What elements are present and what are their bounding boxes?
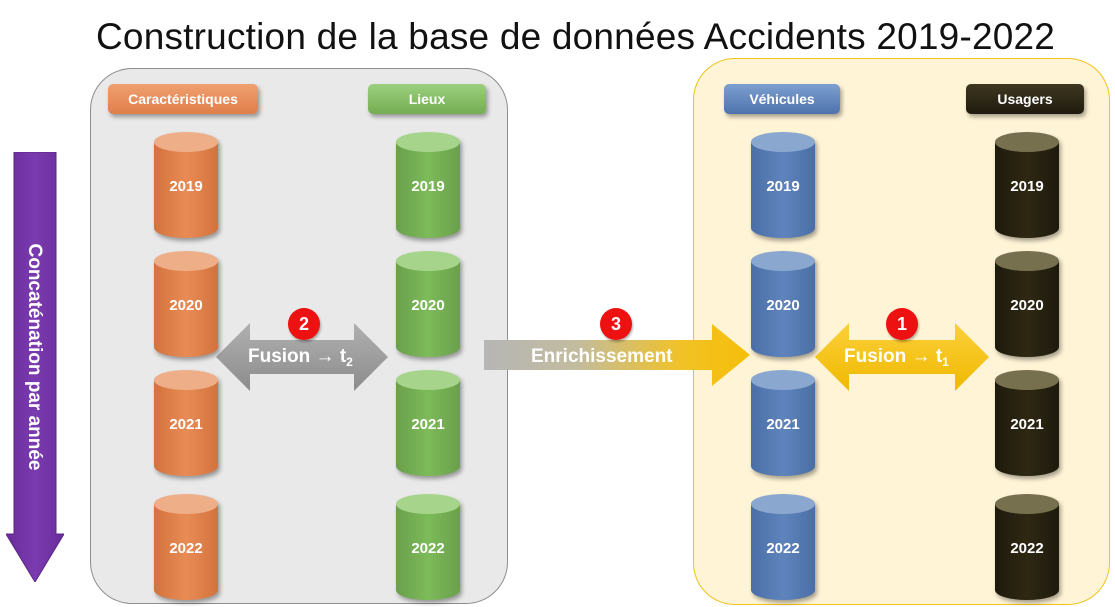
db-usagers-2020: 2020 (995, 251, 1059, 357)
db-vehicules-2022: 2022 (751, 494, 815, 600)
enrichissement-label: Enrichissement (531, 346, 673, 367)
step-badge-2: 2 (288, 308, 320, 340)
db-lieux-2020: 2020 (396, 251, 460, 357)
db-lieux-2019: 2019 (396, 132, 460, 238)
fusion-t2-double-arrow-icon (216, 323, 388, 391)
db-caracteristiques-2020: 2020 (154, 251, 218, 357)
fusion-t1-double-arrow-icon (815, 323, 989, 391)
db-vehicules-2021: 2021 (751, 370, 815, 476)
db-lieux-2022: 2022 (396, 494, 460, 600)
diagram-title: Construction de la base de données Accid… (96, 16, 1056, 57)
db-vehicules-2019: 2019 (751, 132, 815, 238)
label-usagers: Usagers (966, 84, 1084, 114)
db-usagers-2021: 2021 (995, 370, 1059, 476)
label-vehicules: Véhicules (724, 84, 840, 114)
db-vehicules-2020: 2020 (751, 251, 815, 357)
concat-label: Concaténation par année (24, 243, 45, 471)
db-caracteristiques-2022: 2022 (154, 494, 218, 600)
db-usagers-2022: 2022 (995, 494, 1059, 600)
db-usagers-2019: 2019 (995, 132, 1059, 238)
step-badge-1: 1 (886, 308, 918, 340)
enrichissement-arrow-icon (484, 324, 750, 386)
fusion-t1-label: Fusion → t1 (844, 346, 949, 369)
step-badge-3: 3 (600, 308, 632, 340)
label-caracteristiques: Caractéristiques (108, 84, 258, 114)
concat-down-arrow-icon (6, 152, 64, 582)
db-lieux-2021: 2021 (396, 370, 460, 476)
db-caracteristiques-2019: 2019 (154, 132, 218, 238)
db-caracteristiques-2021: 2021 (154, 370, 218, 476)
fusion-t2-label: Fusion → t2 (248, 346, 353, 369)
label-lieux: Lieux (368, 84, 486, 114)
